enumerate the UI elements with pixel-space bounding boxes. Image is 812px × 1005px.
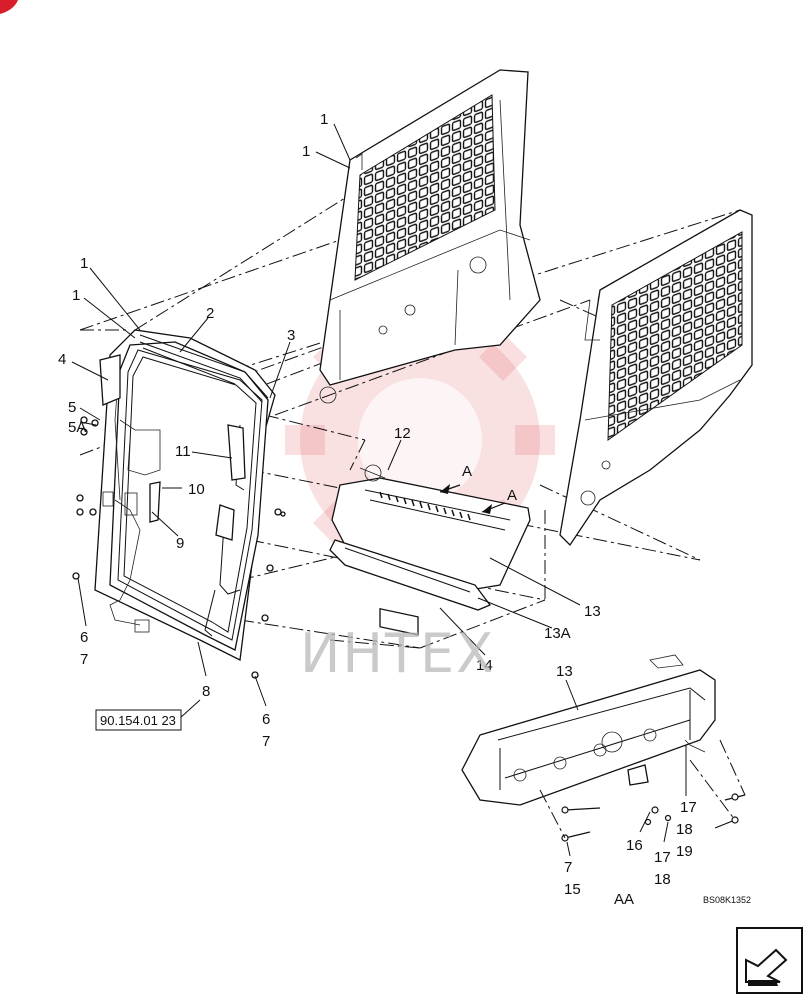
callout-13: 13 [584, 603, 601, 620]
callout-12: 12 [394, 425, 411, 442]
watermark-text: ИНТЕХ [300, 622, 495, 685]
callout-1: 1 [320, 111, 328, 128]
drawing-id: BS08K1352 [703, 895, 751, 905]
callout-15: 15 [564, 881, 581, 898]
callout-1: 1 [72, 287, 80, 304]
callout-6: 6 [80, 629, 88, 646]
callout-17: 17 [654, 849, 671, 866]
view-a-label-1: A [462, 463, 472, 480]
callout-4: 4 [58, 351, 66, 368]
callout-5a: 5A [68, 419, 86, 436]
callout-6: 6 [262, 711, 270, 728]
callout-9: 9 [176, 535, 184, 552]
callout-1: 1 [80, 255, 88, 272]
callout-2: 2 [206, 305, 214, 322]
callout-13: 13 [556, 663, 573, 680]
view-aa-label: AA [614, 891, 634, 908]
console-underside-view [461, 654, 746, 842]
corner-mark [0, 0, 18, 14]
callout-7: 7 [262, 733, 270, 750]
callout-18: 18 [654, 871, 671, 888]
view-arrows: A A [439, 463, 517, 514]
bolt-icon [72, 416, 286, 679]
callout-10: 10 [188, 481, 205, 498]
reference-box-label: 90.154.01 23 [100, 713, 176, 728]
reference-box[interactable]: 90.154.01 23 [95, 709, 182, 731]
rear-screen-panel [319, 69, 541, 404]
callout-8: 8 [202, 683, 210, 700]
callout-3: 3 [287, 327, 295, 344]
side-screen-panel [559, 209, 753, 547]
callout-11: 11 [175, 443, 191, 460]
callout-13a: 13A [544, 625, 571, 642]
callout-17: 17 [680, 799, 697, 816]
view-a-label-2: A [507, 487, 517, 504]
leader-lines [71, 123, 687, 857]
next-page-arrow-icon[interactable] [736, 927, 803, 994]
callout-18: 18 [676, 821, 693, 838]
electrical-console [329, 464, 531, 636]
callout-14: 14 [476, 657, 493, 674]
callout-1: 1 [302, 143, 310, 160]
callout-7: 7 [80, 651, 88, 668]
callout-16: 16 [626, 837, 643, 854]
callouts: 1 1 1 1 2 3 4 5 5A 11 10 9 12 13 13A 14 … [58, 111, 697, 898]
door-frame-assembly [72, 329, 286, 679]
callout-5: 5 [68, 399, 76, 416]
callout-7: 7 [564, 859, 572, 876]
callout-19: 19 [676, 843, 693, 860]
